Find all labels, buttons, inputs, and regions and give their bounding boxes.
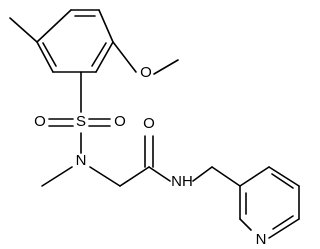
- methoxy-oxygen-label: O: [140, 64, 152, 81]
- bond-pyridine-1: [239, 166, 270, 187]
- bond-pyridine-inner-2: [272, 215, 294, 230]
- bond-n-ch2: [89, 166, 121, 187]
- atom-label-layer: O S O O N O NH N: [34, 64, 266, 248]
- bond-pyridine-2: [268, 166, 300, 187]
- bond-ring-inner-2: [91, 42, 107, 67]
- bond-methoxy-carbon: [153, 59, 179, 75]
- bond-n-methyl: [41, 166, 73, 187]
- bond-pyridine-inner-1: [271, 173, 294, 189]
- bond-ch2-carbonyl: [119, 166, 150, 187]
- amide-nh-label: NH: [171, 173, 193, 190]
- bond-ring-methoxy-o: [112, 41, 137, 73]
- bond-ch2-pyridine: [211, 166, 241, 187]
- bond-ring-methyl: [9, 17, 38, 43]
- sulfonyl-oxygen-left-label: O: [34, 113, 46, 130]
- bond-ring-6: [36, 9, 72, 43]
- bond-ring-2: [98, 9, 114, 43]
- bond-nh-ch2: [192, 166, 213, 182]
- bond-pyridine-4: [268, 218, 300, 239]
- sulfonamide-nitrogen-label: N: [76, 152, 87, 169]
- bond-layer: [9, 9, 300, 239]
- bond-ring-5: [36, 41, 54, 73]
- pyridine-nitrogen-label: N: [256, 231, 267, 248]
- sulfonyl-oxygen-right-label: O: [114, 113, 126, 130]
- bond-carbonyl-nh: [148, 166, 171, 182]
- bond-ring-inner-3: [42, 42, 57, 67]
- bond-pyridine-5: [239, 218, 252, 231]
- bond-ring-3: [95, 41, 114, 73]
- carbonyl-oxygen-label: O: [143, 115, 155, 132]
- sulfur-label: S: [76, 113, 86, 130]
